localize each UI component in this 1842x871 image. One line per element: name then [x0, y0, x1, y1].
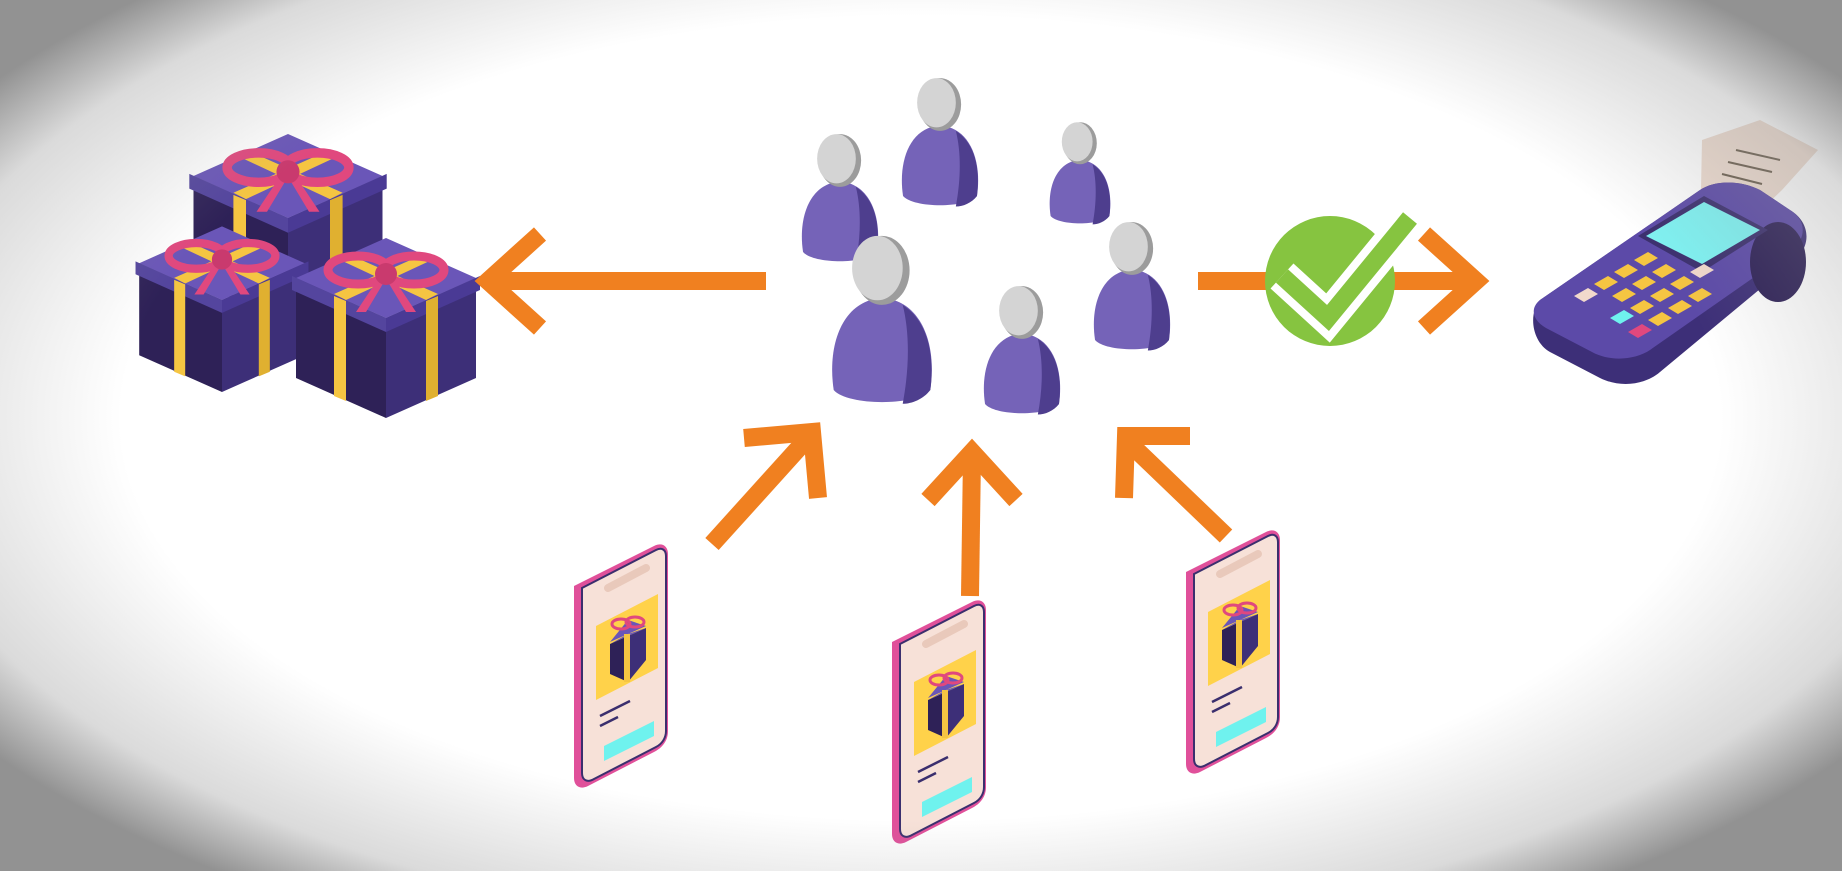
arrow-phone-left	[705, 422, 827, 551]
payment-terminal-icon	[1533, 120, 1818, 384]
arrow-phone-right	[1115, 427, 1233, 543]
smartphone-gift-card-icon	[1186, 530, 1280, 773]
gift-boxes-icon	[136, 134, 480, 418]
smartphone-gift-card-icon	[574, 544, 668, 787]
arrow-to-gifts	[474, 227, 766, 335]
check-badge-icon	[1265, 207, 1424, 346]
users-group-icon	[801, 78, 1171, 415]
smartphone-gift-card-icon	[892, 600, 986, 843]
arrow-phone-center	[921, 438, 1023, 597]
